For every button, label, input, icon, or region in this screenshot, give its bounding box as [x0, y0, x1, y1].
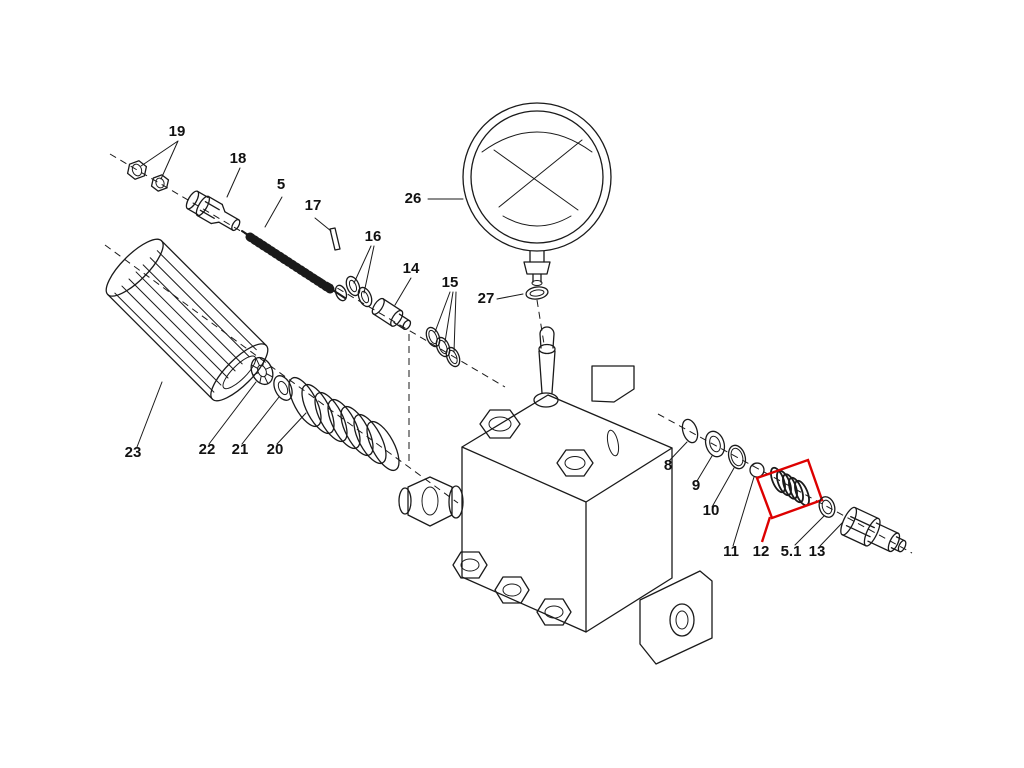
sensor-18 [185, 190, 241, 232]
star-washer-22 [250, 356, 274, 386]
circlip-10 [727, 444, 747, 470]
pin-17 [329, 227, 341, 251]
spring-20 [288, 376, 400, 472]
part-label-17: 17 [305, 197, 322, 214]
part-label-20: 20 [267, 441, 284, 458]
part-labels: 19 18 5 17 16 14 15 26 27 8 9 10 11 12 5… [125, 123, 826, 560]
oring-5-1 [818, 496, 836, 518]
part-label-22: 22 [199, 441, 216, 458]
part-label-9: 9 [692, 477, 700, 494]
pressure-gauge [462, 102, 612, 286]
nut-group-19 [126, 160, 170, 192]
part-label-15: 15 [442, 274, 459, 291]
part-label-5: 5 [277, 176, 285, 193]
part-label-11: 11 [723, 543, 739, 560]
gauge-oring [525, 286, 549, 300]
part-label-16: 16 [365, 228, 382, 245]
cylinder-23 [105, 238, 269, 402]
part-label-18: 18 [230, 150, 247, 167]
ring-8 [681, 418, 699, 444]
part-label-10: 10 [703, 502, 720, 519]
leader-lines [136, 140, 844, 547]
part-label-5-1: 5.1 [781, 543, 802, 560]
ball-11 [749, 462, 765, 478]
part-label-19: 19 [169, 123, 186, 140]
part-label-8: 8 [664, 457, 672, 474]
part-label-21: 21 [232, 441, 249, 458]
rings-15 [425, 326, 461, 368]
part-label-26: 26 [405, 190, 422, 207]
washers-16 [345, 275, 373, 308]
part-label-27: 27 [478, 290, 495, 307]
spindle-5 [241, 230, 348, 302]
plug-13 [840, 506, 907, 553]
highlight-box [755, 458, 824, 543]
part-label-13: 13 [809, 543, 826, 560]
part-label-14: 14 [403, 260, 420, 277]
part-label-12: 12 [753, 543, 770, 560]
washer-21 [273, 375, 293, 401]
part-label-23: 23 [125, 444, 142, 461]
sleeve-14 [371, 297, 412, 331]
valve-body [398, 326, 713, 665]
washer-9 [704, 430, 726, 458]
